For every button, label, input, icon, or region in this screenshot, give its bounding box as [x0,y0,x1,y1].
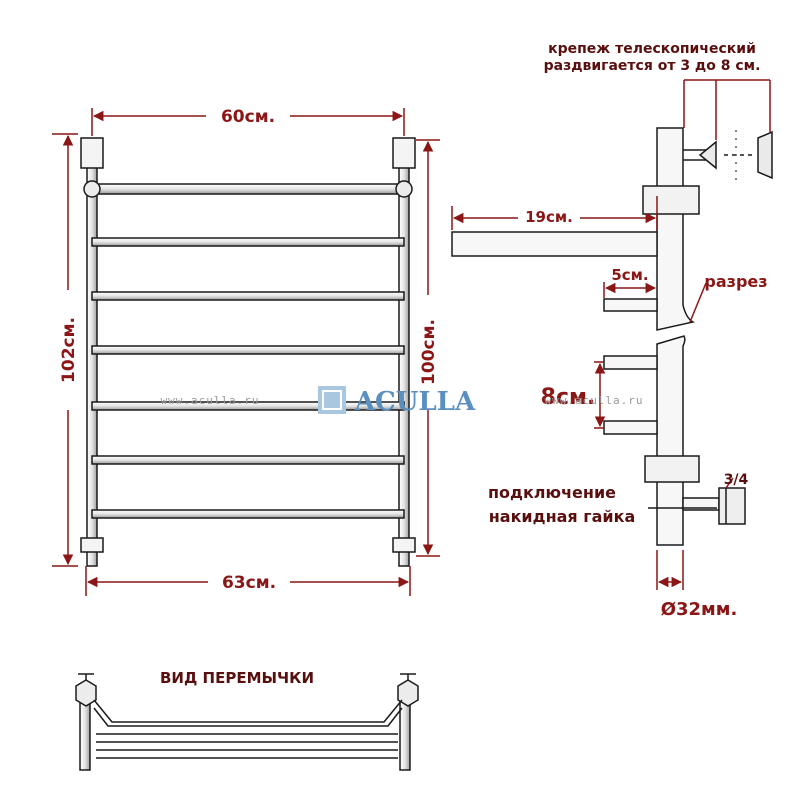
mount-cup [757,130,773,180]
right-joint-ball [395,180,413,198]
connection-line1: подключение [488,483,616,502]
side-view [451,127,773,546]
height-right-label: 100см. [419,319,439,385]
bridge-rail [93,699,403,723]
brand-name: ACULLA [354,387,476,417]
upper-collar [642,185,700,215]
collector-upper [656,127,696,331]
left-bottom-fitting [80,537,104,553]
width-top-label: 60см. [221,107,275,127]
side-dimensions [451,79,771,590]
cut-label: разрез [704,272,767,291]
left-vertical-pipe [86,149,98,567]
left-top-fitting [80,137,104,169]
mount-cone [698,140,717,170]
bridge-title: ВИД ПЕРЕМЫЧКИ [160,669,314,687]
collector-lower [656,335,686,546]
brand-logo: ACULLA [318,386,476,417]
union-nut [718,487,746,525]
watermark-url-left: www.aculla.ru [160,394,259,407]
rung [91,291,405,301]
watermark-url-right: www.aculla.ru [544,394,643,407]
short-stub [603,298,658,312]
bridge-view [75,673,419,771]
front-dimensions [52,108,440,596]
right-vertical-pipe [398,149,410,567]
short-stub-label: 5см. [611,266,648,284]
rung [91,345,405,355]
diameter-label: Ø32мм. [661,599,738,620]
bridge-right-hex-joint [397,679,419,707]
depth-label: 19см. [525,208,573,226]
rung-spacing-label: 8см. [541,385,596,410]
width-bottom-label: 63см. [222,573,276,593]
bridge-left-hex-joint [75,679,97,707]
rung-stub-lower [603,420,658,435]
mount-note-line1: крепеж телескопический [548,41,756,57]
shelf-arm [451,231,658,257]
mount-note-line2: раздвигается от 3 до 8 см. [544,58,761,74]
front-view [80,137,416,567]
rung [91,455,405,465]
connection-line2: накидная гайка [489,507,636,526]
lower-collar [644,455,700,483]
left-joint-ball [83,180,101,198]
right-top-fitting [392,137,416,169]
height-left-label: 102см. [59,317,79,383]
rung [91,509,405,519]
rung [91,237,405,247]
thread-label: 3/4 [724,472,749,488]
rung-stub-upper [603,355,658,370]
top-rail [91,183,405,195]
rung [91,401,405,411]
right-bottom-fitting [392,537,416,553]
